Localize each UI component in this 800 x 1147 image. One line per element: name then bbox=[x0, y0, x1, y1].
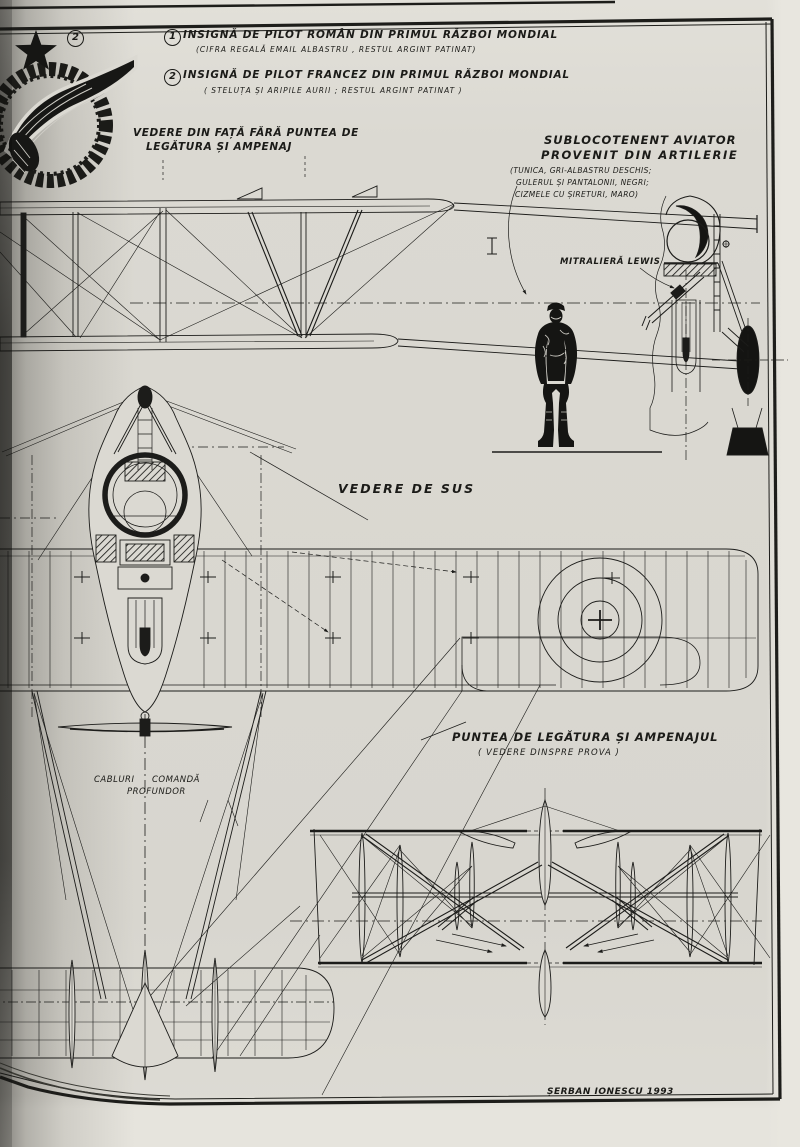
aviator-heading-line1: SUBLOCOTENENT AVIATOR bbox=[544, 133, 737, 147]
note-1-number: 1 bbox=[164, 29, 181, 46]
front-view-label-line2: LEGĂTURA ȘI AMPENAJ bbox=[146, 141, 292, 153]
tailplane-top-view bbox=[0, 905, 335, 1081]
aviator-note-line1: (TUNICA, GRI-ALBASTRU DESCHIS; bbox=[510, 166, 652, 175]
page-curl-lines bbox=[0, 1062, 171, 1101]
nacelle-side-view bbox=[641, 195, 788, 460]
aviator-heading-line2: PROVENIT DIN ARTILERIE bbox=[541, 148, 739, 162]
cables-label-word1: CABLURI bbox=[94, 775, 135, 785]
star-icon bbox=[15, 30, 57, 70]
projection-lines bbox=[137, 637, 541, 1096]
landing-wheel bbox=[712, 318, 788, 406]
propeller bbox=[57, 718, 233, 737]
author-signature: ȘERBAN IONESCU 1993 bbox=[547, 1087, 674, 1097]
note-2-title: INSIGNĂ DE PILOT FRANCEZ DIN PRIMUL RĂZB… bbox=[183, 69, 570, 81]
nacelle-top-view bbox=[88, 385, 202, 721]
cables-label-word2: COMANDĂ bbox=[152, 775, 200, 785]
empennage-front-view bbox=[290, 788, 771, 1025]
bridge-view-label-line2: ( VEDERE DINSPRE PROVA ) bbox=[478, 748, 620, 758]
aviator-note-line2: GULERUL ȘI PANTALONII, NEGRI; bbox=[516, 178, 650, 187]
bridge-view-label-line1: PUNTEA DE LEGĂTURA ȘI AMPENAJUL bbox=[452, 730, 719, 744]
top-view-label: VEDERE DE SUS bbox=[338, 481, 476, 496]
tail-booms bbox=[31, 690, 267, 1035]
front-view-label-line1: VEDERE DIN FAȚĂ FĂRĂ PUNTEA DE bbox=[133, 127, 359, 139]
aviator-note-line3: CIZMELE CU ȘIRETURI, MARO) bbox=[515, 190, 639, 199]
note-2-subtitle: ( STELUȚA ȘI ARIPILE AURII ; RESTUL ARGI… bbox=[204, 86, 463, 95]
frame-border bbox=[0, 0, 782, 1106]
pilot-wings-insignia bbox=[0, 30, 138, 188]
lewis-gun bbox=[641, 271, 705, 331]
cables-label-line2: PROFUNDOR bbox=[127, 787, 186, 797]
wing-icon bbox=[8, 60, 134, 155]
callout-leaders bbox=[508, 185, 675, 295]
rigging-cross-marks bbox=[74, 571, 620, 644]
gutter-shadow bbox=[0, 0, 12, 1147]
top-view-drawing bbox=[0, 385, 759, 1096]
insignia-number-badge: 2 bbox=[67, 30, 84, 47]
aviator-figure bbox=[492, 302, 662, 453]
note-2-number: 2 bbox=[164, 69, 181, 86]
machine-gun-label: MITRALIERĂ LEWIS bbox=[560, 257, 661, 267]
note-1-title: INSIGNĂ DE PILOT ROMÂN DIN PRIMUL RĂZBOI… bbox=[183, 29, 558, 41]
note-1-subtitle: (CIFRA REGALĂ EMAIL ALBASTRU , RESTUL AR… bbox=[196, 45, 477, 54]
wing-roundel bbox=[537, 557, 663, 683]
